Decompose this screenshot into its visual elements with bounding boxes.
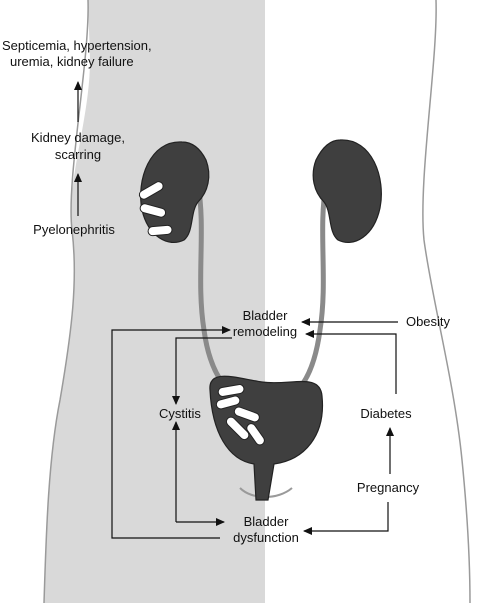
arrow-diabetes-to-remodeling bbox=[305, 330, 397, 394]
label-pyelonephritis: Pyelonephritis bbox=[33, 222, 115, 237]
label-obesity: Obesity bbox=[406, 314, 451, 329]
ureter-right bbox=[293, 181, 329, 395]
label-bladder-remodeling-line2: remodeling bbox=[233, 324, 297, 339]
arrows bbox=[74, 81, 398, 539]
label-septicemia-line1: Septicemia, hypertension, bbox=[2, 38, 152, 53]
label-cystitis: Cystitis bbox=[159, 406, 201, 421]
ureter-left bbox=[195, 181, 233, 395]
body-outline-right bbox=[422, 0, 471, 603]
bacteria-bladder-icon bbox=[215, 384, 265, 446]
arrow-dysfunction-to-remodeling bbox=[111, 326, 231, 539]
arrow-remodeling-to-cystitis bbox=[172, 337, 232, 405]
label-kidney-damage-line1: Kidney damage, bbox=[31, 130, 125, 145]
label-diabetes: Diabetes bbox=[360, 406, 412, 421]
label-bladder-remodeling-line1: Bladder bbox=[243, 308, 288, 323]
label-bladder-dysfunction-line2: dysfunction bbox=[233, 530, 299, 545]
label-septicemia-line2: uremia, kidney failure bbox=[10, 54, 134, 69]
label-kidney-damage-line2: scarring bbox=[55, 147, 101, 162]
label-pregnancy: Pregnancy bbox=[357, 480, 420, 495]
kidney-right-icon bbox=[312, 139, 382, 244]
kidney-left-icon bbox=[140, 141, 210, 244]
arrow-pregnancy-to-dysfunction bbox=[303, 502, 389, 535]
body-outline-left bbox=[43, 0, 89, 603]
bacteria-kidney-icon bbox=[138, 181, 173, 237]
label-bladder-dysfunction-line1: Bladder bbox=[244, 514, 289, 529]
body-shaded-half bbox=[44, 0, 265, 603]
